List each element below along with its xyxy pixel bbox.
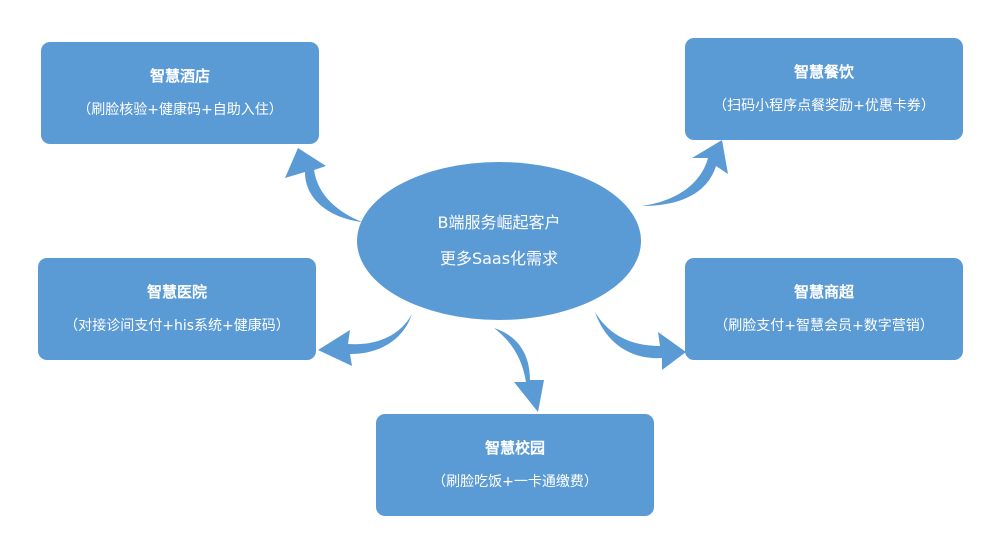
center-line-1: B端服务崛起客户 <box>437 213 561 232</box>
node-desc: （刷脸支付+智慧会员+数字营销） <box>714 318 934 334</box>
node-title: 智慧商超 <box>793 283 854 301</box>
node-desc: （刷脸核验+健康码+自助入住） <box>77 102 283 118</box>
node-smart-hospital: 智慧医院 （对接诊间支付+his系统+健康码） <box>38 258 316 360</box>
center-label: B端服务崛起客户 更多Saas化需求 <box>357 162 641 320</box>
node-desc: （刷脸吃饭+一卡通缴费） <box>432 474 598 490</box>
arrow-to-hotel <box>285 148 362 222</box>
arrow-to-medical <box>318 314 412 366</box>
node-title: 智慧校园 <box>484 439 545 457</box>
node-desc: （扫码小程序点餐奖励+优惠卡券） <box>713 98 935 114</box>
node-title: 智慧酒店 <box>149 67 210 85</box>
node-smart-campus: 智慧校园 （刷脸吃饭+一卡通缴费） <box>376 414 654 516</box>
node-smart-dining: 智慧餐饮 （扫码小程序点餐奖励+优惠卡券） <box>685 38 963 140</box>
node-smart-supermarket: 智慧商超 （刷脸支付+智慧会员+数字营销） <box>685 258 963 360</box>
node-title: 智慧医院 <box>146 283 207 301</box>
arrow-to-market <box>595 312 686 370</box>
node-smart-hotel: 智慧酒店 （刷脸核验+健康码+自助入住） <box>41 42 319 144</box>
arrow-to-dining <box>642 140 728 206</box>
center-line-2: 更多Saas化需求 <box>439 249 559 268</box>
arrow-to-campus <box>494 328 544 412</box>
node-title: 智慧餐饮 <box>793 63 854 81</box>
center-ellipse <box>357 162 641 320</box>
node-desc: （对接诊间支付+his系统+健康码） <box>64 318 290 334</box>
